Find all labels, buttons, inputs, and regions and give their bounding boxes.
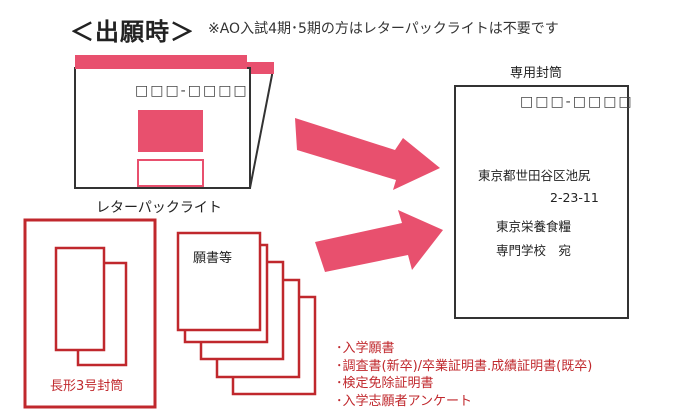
- arrow-upper: [295, 118, 440, 190]
- envelope-caption: 専用封筒: [510, 66, 563, 81]
- letterpack-illustration: [74, 55, 274, 189]
- letterpack-sender-box: [137, 159, 204, 187]
- small-envelope-front: [54, 246, 106, 352]
- small-envelope-label: 長形3号封筒: [50, 379, 124, 394]
- application-docs-list: ･入学願書 ･調査書(新卒)/卒業証明書.成績証明書(既卒) ･検定免除証明書 …: [336, 340, 592, 410]
- letterpack-top-stripe: [75, 55, 247, 69]
- list-item: ･入学願書: [336, 341, 395, 356]
- envelope-address-line2: 2-23-11: [550, 190, 599, 205]
- envelope-recipient-line2: 専門学校 宛: [496, 243, 572, 258]
- application-docs-label: 願書等: [193, 251, 233, 266]
- envelope-postal-code: □□□-□□□□: [520, 94, 634, 110]
- header-note: ※AO入試4期･5期の方はレターパックライトは不要です: [208, 21, 559, 37]
- letterpack-front: [74, 67, 251, 189]
- small-envelope-illustration: [23, 218, 157, 409]
- small-envelope-frame: [23, 218, 157, 409]
- envelope-recipient-line1: 東京栄養食糧: [496, 219, 572, 234]
- envelope-address-line1: 東京都世田谷区池尻: [478, 168, 591, 183]
- letterpack-postal-code: □□□-□□□□: [135, 83, 249, 99]
- arrow-lower: [315, 210, 443, 272]
- document-stack: [176, 231, 317, 396]
- page-title: ＜出願時＞: [70, 18, 195, 46]
- letterpack-label-area: [138, 110, 203, 152]
- list-item: ･検定免除証明書: [336, 376, 434, 391]
- letterpack-caption: レターパックライト: [96, 200, 222, 216]
- envelope-illustration: [454, 85, 629, 319]
- list-item: ･調査書(新卒)/卒業証明書.成績証明書(既卒): [336, 358, 593, 374]
- arrows: [295, 118, 443, 272]
- list-item: ･入学志願者アンケート: [336, 393, 472, 409]
